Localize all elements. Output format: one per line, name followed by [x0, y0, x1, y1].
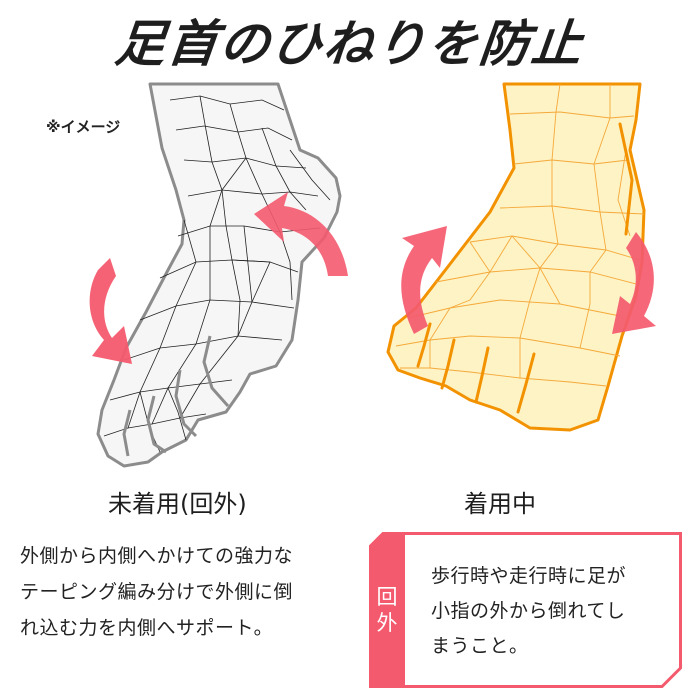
callout-text: 歩行時や走行時に足が 小指の外から倒れてし まうこと。	[431, 559, 671, 664]
description-line: 外側から内側へかけての強力な	[20, 545, 294, 567]
curved-arrow-left-top	[254, 192, 348, 276]
description-line: テーピング編み分けで外側に倒	[20, 581, 294, 603]
image-note: ※イメージ	[46, 118, 121, 136]
tab-char: 回	[376, 585, 398, 609]
curved-arrow-down-left	[89, 258, 132, 364]
curved-arrow-up-right-left	[401, 226, 447, 334]
definition-callout: 回 外 歩行時や走行時に足が 小指の外から倒れてし まうこと。	[369, 532, 682, 688]
callout-tab-label: 回 外	[373, 584, 401, 636]
tab-char: 外	[376, 611, 398, 635]
callout-frame	[369, 532, 682, 688]
curved-arrow-down-right-right	[612, 232, 656, 334]
description-line: れ込む力を内側へサポート。	[20, 617, 274, 639]
foot-left-illustration	[96, 82, 342, 468]
callout-line: 小指の外から倒れてし	[431, 600, 626, 622]
callout-line: まうこと。	[431, 635, 529, 657]
description-text: 外側から内側へかけての強力な テーピング編み分けで外側に倒 れ込む力を内側へサポ…	[20, 538, 360, 646]
caption-unworn: 未着用(回外)	[108, 490, 247, 518]
caption-worn: 着用中	[464, 490, 536, 518]
foot-right-illustration	[386, 82, 646, 432]
callout-line: 歩行時や走行時に足が	[431, 565, 627, 587]
